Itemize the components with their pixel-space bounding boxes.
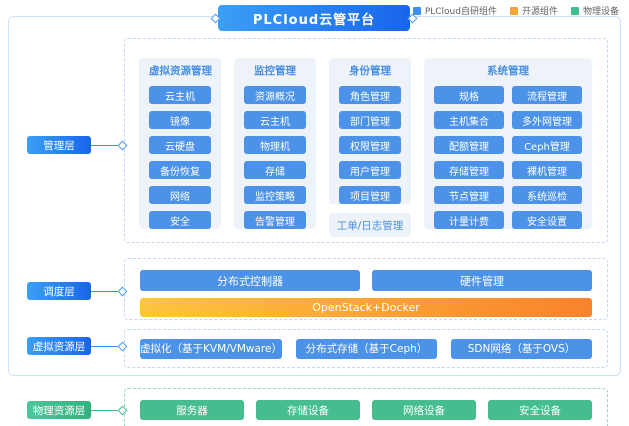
openstack-docker-bar: OpenStack+Docker <box>140 298 592 317</box>
module-node: 监控策略 <box>244 186 306 204</box>
legend-swatch-blue-icon <box>412 6 421 15</box>
layer-label-management: 管理层 <box>27 136 91 154</box>
distributed-controller-bar: 分布式控制器 <box>140 270 360 291</box>
module-node: 备份恢复 <box>149 161 211 179</box>
legend-item-open-source: 开源组件 <box>509 4 558 17</box>
legend-item-physical: 物理设备 <box>570 4 619 17</box>
module-node: 网络 <box>149 186 211 204</box>
group-monitoring-management: 监控管理 资源概况 云主机 物理机 存储 监控策略 告警管理 <box>234 58 316 229</box>
module-node: 流程管理 <box>512 86 582 104</box>
legend-item-self-developed: PLCloud自研组件 <box>412 4 497 17</box>
module-node: 权限管理 <box>339 136 401 154</box>
module-node: 资源概况 <box>244 86 306 104</box>
legend-label: 物理设备 <box>582 7 619 17</box>
module-node: 云主机 <box>149 86 211 104</box>
system-management-col2: 流程管理 多外网管理 Ceph管理 裸机管理 系统巡检 安全设置 <box>512 86 582 236</box>
module-node: 云主机 <box>244 111 306 129</box>
network-device-bar: 网络设备 <box>372 400 476 420</box>
legend-label: PLCloud自研组件 <box>424 7 497 17</box>
module-node: 存储 <box>244 161 306 179</box>
module-node: 多外网管理 <box>512 111 582 129</box>
server-bar: 服务器 <box>140 400 244 420</box>
layer-label-physical-resource: 物理资源层 <box>27 401 91 419</box>
connector-line <box>91 346 120 347</box>
module-node: 主机集合 <box>434 111 504 129</box>
group-title: 虚拟资源管理 <box>149 65 212 77</box>
legend-label: 开源组件 <box>521 7 558 17</box>
group-identity-management: 身份管理 角色管理 部门管理 权限管理 用户管理 项目管理 <box>329 58 411 204</box>
hardware-management-bar: 硬件管理 <box>372 270 592 291</box>
group-title: 系统管理 <box>487 65 529 77</box>
group-title: 监控管理 <box>254 65 296 77</box>
storage-device-bar: 存储设备 <box>256 400 360 420</box>
legend-swatch-orange-icon <box>509 6 518 15</box>
legend-swatch-green-icon <box>570 6 579 15</box>
module-node: 角色管理 <box>339 86 401 104</box>
sdn-network-bar: SDN网络（基于OVS） <box>451 338 593 359</box>
module-node: 规格 <box>434 86 504 104</box>
module-node: 告警管理 <box>244 211 306 229</box>
legend: PLCloud自研组件 开源组件 物理设备 <box>412 4 619 17</box>
identity-column: 身份管理 角色管理 部门管理 权限管理 用户管理 项目管理 工单/日志管理 <box>329 58 411 242</box>
layer-label-virtual-resource: 虚拟资源层 <box>27 337 91 355</box>
ticket-log-management-box: 工单/日志管理 <box>329 213 411 237</box>
module-node: 系统巡检 <box>512 186 582 204</box>
module-node: 项目管理 <box>339 186 401 204</box>
module-node: 用户管理 <box>339 161 401 179</box>
layer-label-scheduling: 调度层 <box>27 282 91 300</box>
module-node: 存储管理 <box>434 161 504 179</box>
scheduling-layer-box: 分布式控制器 硬件管理 OpenStack+Docker <box>124 258 608 320</box>
system-management-columns: 规格 主机集合 配额管理 存储管理 节点管理 计量计费 流程管理 多外网管理 C… <box>434 86 582 236</box>
connector-line <box>91 410 120 411</box>
module-node: 物理机 <box>244 136 306 154</box>
connector-line <box>91 291 120 292</box>
physical-resource-layer-box: 服务器 存储设备 网络设备 安全设备 <box>124 388 608 426</box>
module-node: 裸机管理 <box>512 161 582 179</box>
module-node: 部门管理 <box>339 111 401 129</box>
group-virtual-resource-management: 虚拟资源管理 云主机 镜像 云硬盘 备份恢复 网络 安全 <box>139 58 221 229</box>
module-node: 节点管理 <box>434 186 504 204</box>
module-node: Ceph管理 <box>512 136 582 154</box>
distributed-storage-bar: 分布式存储（基于Ceph） <box>295 338 437 359</box>
group-title: 身份管理 <box>349 65 391 77</box>
scheduling-row: 分布式控制器 硬件管理 <box>140 270 592 291</box>
platform-title: PLCloud云管平台 <box>218 5 410 31</box>
module-node: 配额管理 <box>434 136 504 154</box>
module-node: 云硬盘 <box>149 136 211 154</box>
module-node: 镜像 <box>149 111 211 129</box>
module-node: 安全设置 <box>512 211 582 229</box>
connector-line <box>91 145 120 146</box>
system-management-col1: 规格 主机集合 配额管理 存储管理 节点管理 计量计费 <box>434 86 504 236</box>
virtual-resource-layer-box: 虚拟化（基于KVM/VMware） 分布式存储（基于Ceph） SDN网络（基于… <box>124 329 608 368</box>
management-layer-box: 虚拟资源管理 云主机 镜像 云硬盘 备份恢复 网络 安全 监控管理 资源概况 云… <box>124 38 608 243</box>
module-node: 安全 <box>149 211 211 229</box>
group-system-management: 系统管理 规格 主机集合 配额管理 存储管理 节点管理 计量计费 流程管理 多外… <box>424 58 592 229</box>
security-device-bar: 安全设备 <box>488 400 592 420</box>
module-node: 计量计费 <box>434 211 504 229</box>
virtualization-bar: 虚拟化（基于KVM/VMware） <box>140 338 282 359</box>
